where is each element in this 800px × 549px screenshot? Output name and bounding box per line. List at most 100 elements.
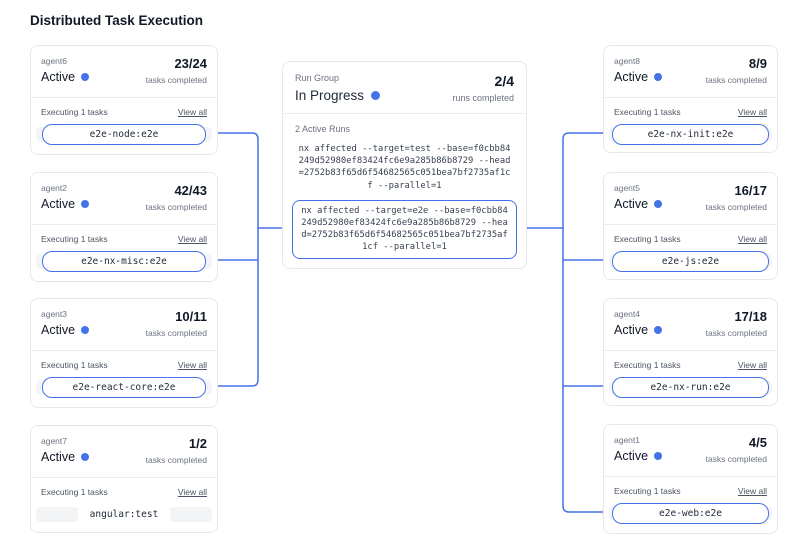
- tasks-completed-label: tasks completed: [145, 75, 207, 85]
- agent-card-header: agent4 Active 17/18 tasks completed: [604, 299, 777, 351]
- task-list: e2e-node:e2e: [31, 124, 217, 146]
- agent-card-header: agent2 Active 42/43 tasks completed: [31, 173, 217, 225]
- run-group-label: Run Group: [295, 73, 340, 83]
- tasks-completed-label: tasks completed: [145, 455, 207, 465]
- status-dot-icon: [81, 200, 90, 208]
- tasks-fraction: 16/17: [734, 183, 767, 198]
- agent-card-agent2: agent2 Active 42/43 tasks completed Exec…: [30, 172, 218, 282]
- agent-name: agent3: [41, 309, 67, 319]
- executing-tasks-label: Executing 1 tasks: [614, 107, 681, 117]
- tasks-completed-label: tasks completed: [145, 328, 207, 338]
- agent-card-agent7: agent7 Active 1/2 tasks completed Execut…: [30, 425, 218, 533]
- agent-card-header: agent7 Active 1/2 tasks completed: [31, 426, 217, 478]
- task-chip[interactable]: e2e-nx-init:e2e: [612, 124, 769, 145]
- tasks-completed-label: tasks completed: [705, 75, 767, 85]
- agent-card-header: agent1 Active 4/5 tasks completed: [604, 425, 777, 477]
- view-all-link[interactable]: View all: [177, 234, 207, 244]
- tasks-fraction: 4/5: [748, 435, 767, 450]
- agent-name: agent2: [41, 183, 67, 193]
- view-all-link[interactable]: View all: [737, 234, 767, 244]
- view-all-link[interactable]: View all: [177, 360, 207, 370]
- agent-status-label: Active: [614, 70, 649, 84]
- agent-name: agent7: [41, 436, 67, 446]
- run-group-header: Run Group In Progress 2/4 runs completed: [283, 62, 526, 114]
- tasks-fraction: 1/2: [188, 436, 207, 451]
- executing-tasks-label: Executing 1 tasks: [614, 360, 681, 370]
- agent-status-label: Active: [41, 450, 76, 464]
- view-all-link[interactable]: View all: [737, 107, 767, 117]
- task-list: e2e-nx-init:e2e: [604, 124, 777, 146]
- run-command[interactable]: nx affected --target=test --base=f0cbb84…: [298, 144, 511, 191]
- tasks-fraction: 42/43: [174, 183, 207, 198]
- run-group-body: 2 Active Runs nx affected --target=test …: [283, 114, 526, 259]
- run-group-status: In Progress: [295, 88, 365, 103]
- view-all-link[interactable]: View all: [737, 360, 767, 370]
- task-list: e2e-nx-run:e2e: [604, 377, 777, 399]
- view-all-link[interactable]: View all: [737, 486, 767, 496]
- status-dot-icon: [371, 91, 381, 100]
- status-dot-icon: [81, 453, 90, 461]
- executing-tasks-label: Executing 1 tasks: [41, 107, 108, 117]
- agent-card-header: agent8 Active 8/9 tasks completed: [604, 46, 777, 98]
- task-list: e2e-js:e2e: [604, 251, 777, 273]
- agent-status-label: Active: [614, 323, 649, 337]
- active-runs-label: 2 Active Runs: [295, 124, 351, 134]
- executing-tasks-label: Executing 1 tasks: [41, 360, 108, 370]
- agent-name: agent1: [614, 435, 640, 445]
- task-chip: angular:test: [77, 504, 171, 525]
- runs-completed-label: runs completed: [452, 93, 514, 103]
- run-group-card: Run Group In Progress 2/4 runs completed…: [282, 61, 527, 269]
- tasks-fraction: 10/11: [175, 309, 207, 324]
- agent-status-label: Active: [41, 323, 76, 337]
- executing-tasks-label: Executing 1 tasks: [41, 234, 108, 244]
- run-command-selected[interactable]: nx affected --target=e2e --base=f0cbb842…: [292, 199, 517, 259]
- agent-status-label: Active: [41, 70, 76, 84]
- task-list: e2e-nx-misc:e2e: [31, 251, 217, 273]
- status-dot-icon: [654, 73, 663, 81]
- agent-card-header: agent3 Active 10/11 tasks completed: [31, 299, 217, 351]
- agent-card-header: agent6 Active 23/24 tasks completed: [31, 46, 217, 98]
- executing-tasks-label: Executing 1 tasks: [614, 486, 681, 496]
- view-all-link[interactable]: View all: [177, 487, 207, 497]
- agent-name: agent8: [614, 56, 640, 66]
- page-title: Distributed Task Execution: [30, 13, 204, 28]
- task-chip[interactable]: e2e-nx-misc:e2e: [42, 251, 206, 272]
- task-chip[interactable]: e2e-node:e2e: [42, 124, 206, 145]
- tasks-fraction: 23/24: [174, 56, 207, 71]
- tasks-completed-label: tasks completed: [705, 328, 767, 338]
- agent-card-agent4: agent4 Active 17/18 tasks completed Exec…: [603, 298, 778, 406]
- task-chip[interactable]: e2e-js:e2e: [612, 251, 769, 272]
- adjacent-task-peek: [36, 507, 80, 522]
- runs-fraction: 2/4: [494, 73, 514, 89]
- status-dot-icon: [81, 326, 90, 334]
- task-list: e2e-web:e2e: [604, 503, 777, 525]
- task-chip[interactable]: e2e-react-core:e2e: [42, 377, 206, 398]
- agent-status-label: Active: [41, 197, 76, 211]
- agent-card-agent5: agent5 Active 16/17 tasks completed Exec…: [603, 172, 778, 280]
- task-list: angular:test: [31, 504, 217, 526]
- tasks-completed-label: tasks completed: [145, 202, 207, 212]
- task-chip[interactable]: e2e-web:e2e: [612, 503, 769, 524]
- tasks-fraction: 17/18: [734, 309, 767, 324]
- agent-name: agent6: [41, 56, 67, 66]
- agent-status-label: Active: [614, 449, 649, 463]
- agent-card-agent3: agent3 Active 10/11 tasks completed Exec…: [30, 298, 218, 408]
- status-dot-icon: [81, 73, 90, 81]
- agent-card-header: agent5 Active 16/17 tasks completed: [604, 173, 777, 225]
- agent-name: agent5: [614, 183, 640, 193]
- view-all-link[interactable]: View all: [177, 107, 207, 117]
- executing-tasks-label: Executing 1 tasks: [41, 487, 108, 497]
- agent-name: agent4: [614, 309, 640, 319]
- status-dot-icon: [654, 200, 663, 208]
- agent-card-agent6: agent6 Active 23/24 tasks completed Exec…: [30, 45, 218, 155]
- task-chip[interactable]: e2e-nx-run:e2e: [612, 377, 769, 398]
- executing-tasks-label: Executing 1 tasks: [614, 234, 681, 244]
- status-dot-icon: [654, 452, 663, 460]
- tasks-fraction: 8/9: [748, 56, 767, 71]
- status-dot-icon: [654, 326, 663, 334]
- agent-status-label: Active: [614, 197, 649, 211]
- task-list: e2e-react-core:e2e: [31, 377, 217, 399]
- tasks-completed-label: tasks completed: [705, 202, 767, 212]
- agent-card-agent8: agent8 Active 8/9 tasks completed Execut…: [603, 45, 778, 153]
